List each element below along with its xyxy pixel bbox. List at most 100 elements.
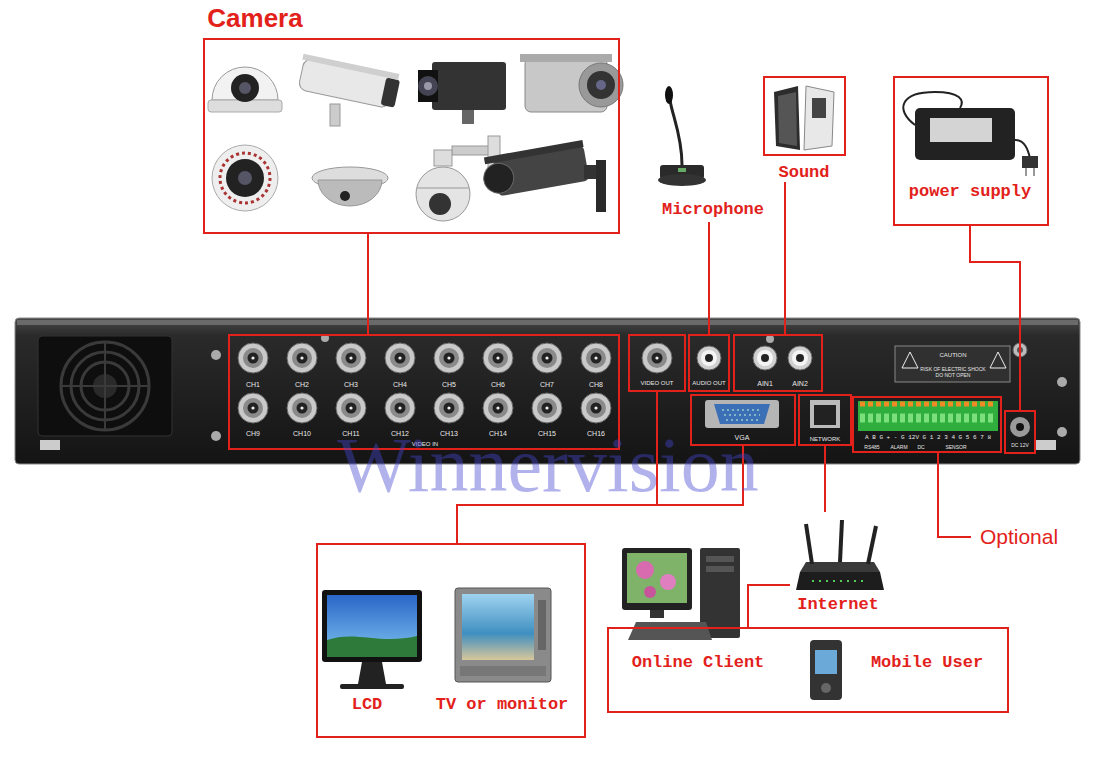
use-shape [697,346,721,370]
path-shape [670,100,682,165]
use-shape [483,343,513,373]
rect-shape [462,594,534,660]
rect-shape [1025,168,1027,176]
rect-shape [706,566,734,572]
circle-shape [220,153,270,203]
leader-line [938,453,971,537]
path-shape [1015,140,1030,158]
port-label: CH7 [540,381,554,388]
rect-shape [17,320,1078,325]
connector-line [367,234,369,334]
use-shape [581,393,611,423]
rect-shape [858,401,998,431]
circle-shape [211,350,221,360]
use-shape [336,343,366,373]
port-label: CH1 [246,381,260,388]
rect-shape [452,146,492,155]
audio-in-ports: AIN1AIN2 [733,334,823,392]
camera-group-box: Camera [198,4,622,234]
g-shape [296,54,401,110]
use-shape [642,343,672,373]
path-shape [327,636,417,657]
connector-line [970,226,1020,410]
pin-label: DC [917,444,924,450]
use-shape [238,343,268,373]
use-shape [483,393,513,423]
g-shape [480,140,590,198]
display-icons [322,588,551,689]
rect-shape [706,556,734,562]
circle-shape [596,80,606,90]
path-shape [520,54,612,62]
use-shape [385,393,415,423]
rect-shape [327,595,417,657]
rect-shape [462,110,474,124]
path-shape [796,572,884,590]
port-label: AIN2 [792,380,808,387]
rect-shape [930,118,992,142]
circle-shape [660,574,676,590]
group-frame [203,38,620,234]
microphone-device: Microphone [648,88,780,222]
speaker-box: Sound [763,76,846,182]
circle-shape [587,71,615,99]
circle-shape [211,431,221,441]
path-shape [938,453,971,537]
line-shape [860,402,996,407]
port-label: CH3 [344,381,358,388]
ellipse-shape [658,174,706,186]
path-shape [778,92,797,146]
port-label: CH9 [246,430,260,437]
port-label: VIDEO OUT [640,380,673,386]
use-shape [753,346,777,370]
connector-line [824,446,826,512]
client-group-box: Online ClientMobile User [607,627,1009,713]
circle-shape [429,193,451,215]
use-shape [336,393,366,423]
pin-label: RS485 [864,444,879,450]
circle-shape [1057,427,1067,437]
path-shape [722,410,762,420]
rect-shape [627,553,687,603]
rect-shape [814,405,836,425]
rect-shape [622,548,692,610]
line-shape [868,526,876,564]
line-shape [812,580,868,582]
path-shape [902,352,1006,368]
rect-shape [584,165,598,179]
port-label: CH4 [393,381,407,388]
video-out-port: VIDEO OUT [628,334,686,392]
use-shape [434,343,464,373]
caution-text: CAUTION [940,352,967,358]
rect-shape [460,666,546,676]
rect-shape [1022,156,1038,168]
device-label: power supply [909,182,1031,201]
port-label: NETWORK [810,436,841,442]
use-shape [287,343,317,373]
circle-shape [231,74,259,102]
rect-shape [812,98,826,118]
line-shape [840,520,842,562]
port-label: CH6 [491,381,505,388]
device-label: TV or monitor [436,695,569,714]
circle-shape [766,335,774,343]
rect-shape [678,168,686,172]
rect-shape [810,640,842,700]
rect-shape [418,70,438,102]
rect-shape [484,140,584,164]
network-port: NETWORK [798,394,852,446]
circle-shape [1010,417,1030,437]
sensor-terminal-block: A B G + - G 12V G 1 2 3 4 G 5 6 7 8RS485… [852,396,1002,453]
speaker-icons [774,86,834,150]
rect-shape [340,684,404,689]
port-label: CH10 [293,430,311,437]
device-label: Internet [797,595,879,614]
port-label: AUDIO OUT [692,380,725,386]
path-shape [302,54,399,80]
path-shape [318,180,382,206]
circle-shape [226,159,264,197]
ellipse-shape [665,86,673,104]
circle-shape [821,683,831,693]
rect-shape [38,336,172,436]
callout-label: Optional [980,525,1058,549]
